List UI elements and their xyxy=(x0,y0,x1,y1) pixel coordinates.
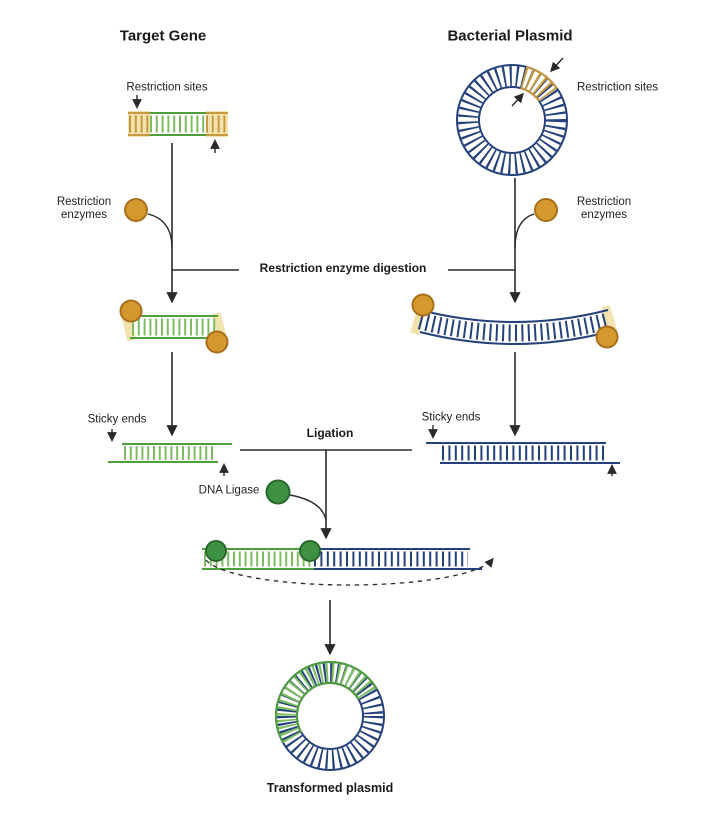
enzyme-connector xyxy=(514,213,535,249)
ligase-connector xyxy=(289,494,327,521)
digestion-step-label: Restriction enzyme digestion xyxy=(254,261,432,276)
digestion-flow xyxy=(166,143,521,304)
restriction-site-block-right xyxy=(206,111,228,137)
ligated-recombinant-fragment xyxy=(202,540,494,586)
restriction-sites-label-right: Restriction sites xyxy=(577,81,659,94)
site-pointer-arrow xyxy=(511,92,524,107)
cut-site-mark xyxy=(601,305,618,335)
enzyme-circle-icon xyxy=(411,293,435,317)
sticky-ends-label-right: Sticky ends xyxy=(421,411,481,424)
restriction-enzyme-left xyxy=(124,198,173,249)
plasmid-dna-rungs xyxy=(417,312,611,342)
plasmid-restriction-site xyxy=(520,67,557,101)
gene-sticky-ends-fragment xyxy=(107,429,232,476)
ligation-flow xyxy=(240,449,412,540)
restriction-sites-label-left: Restriction sites xyxy=(126,81,208,94)
restriction-site-block-left xyxy=(128,111,150,137)
plasmid-rungs xyxy=(277,663,383,769)
target-gene-title: Target Gene xyxy=(119,27,207,45)
plasmid-dna-rail xyxy=(419,309,609,323)
plasmid-restriction-site-rail xyxy=(520,87,540,102)
target-gene-fragment xyxy=(128,95,228,153)
ligation-step-label: Ligation xyxy=(301,426,359,441)
site-pointer-arrow xyxy=(550,57,564,73)
circularization-dashed-loop xyxy=(205,557,494,586)
transformed-plasmid-circle xyxy=(275,661,385,771)
inserted-gene-rungs xyxy=(276,663,376,743)
plasmid-restriction-site-rail xyxy=(525,65,558,90)
enzyme-circle-icon xyxy=(534,198,558,222)
sticky-ends-label-left: Sticky ends xyxy=(87,413,147,426)
dna-ligase-label: DNA Ligase xyxy=(198,484,260,497)
enzyme-circle-icon xyxy=(119,299,143,323)
plasmid-rungs xyxy=(458,66,566,174)
plasmid-dna-rail xyxy=(419,331,609,345)
plasmid-outer-rail xyxy=(456,64,568,176)
inserted-gene-outer-rail xyxy=(275,661,378,744)
bacterial-plasmid-circle xyxy=(456,57,568,176)
transformed-plasmid-label: Transformed plasmid xyxy=(266,780,394,795)
dna-ligase-circle-icon xyxy=(205,540,227,562)
bacterial-plasmid-title: Bacterial Plasmid xyxy=(447,27,573,45)
dna-ligase-circle-icon xyxy=(265,479,291,505)
restriction-enzyme-right xyxy=(514,198,558,249)
enzyme-circle-icon xyxy=(595,325,619,349)
dna-ligase-circle-icon xyxy=(299,540,321,562)
enzyme-circle-icon xyxy=(205,330,229,354)
digested-gene-fragment xyxy=(119,299,229,354)
plasmid-inner-rail xyxy=(478,86,546,154)
enzyme-circle-icon xyxy=(124,198,148,222)
restriction-enzymes-label-right: Restriction enzymes xyxy=(576,195,632,221)
linearized-plasmid xyxy=(410,293,619,349)
restriction-enzymes-label-left: Restriction enzymes xyxy=(56,195,112,221)
plasmid-sticky-ends-fragment xyxy=(426,425,620,476)
enzyme-connector xyxy=(147,213,173,249)
inserted-gene-inner-rail xyxy=(296,682,360,733)
